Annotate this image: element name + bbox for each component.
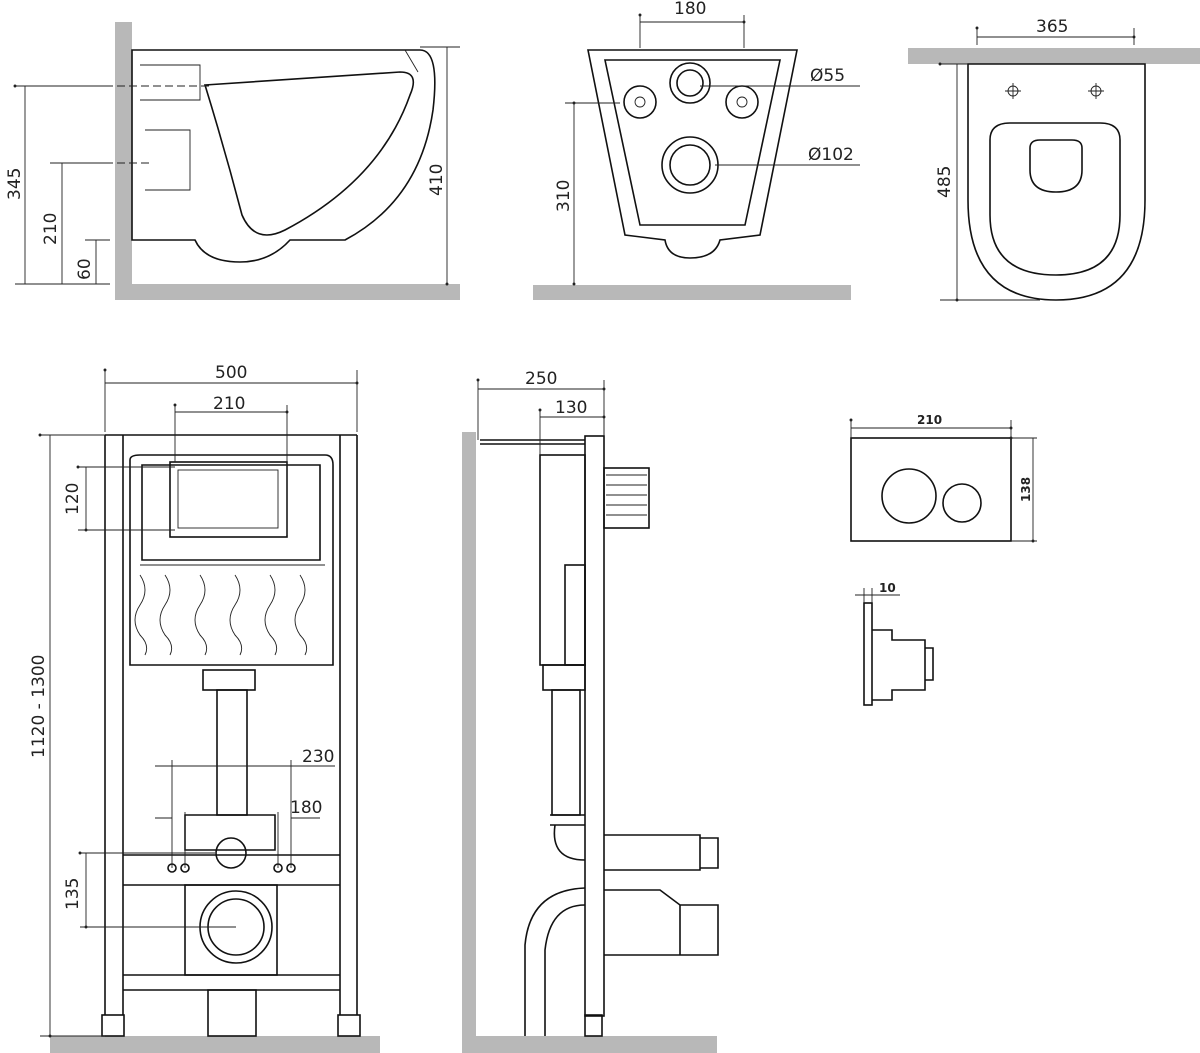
- dim-frame-depth: 250: [525, 369, 557, 389]
- flush-plate-outline: [850, 437, 1012, 542]
- flush-plate: 210 138 10: [850, 413, 1037, 706]
- dim-bolt-outer: 230: [302, 747, 334, 767]
- dim-plate-thickness: 10: [879, 581, 896, 595]
- dim-tank-depth: 130: [555, 398, 587, 418]
- dim-drain-height: 210: [41, 213, 61, 245]
- dim-drain-offset: 135: [63, 878, 83, 910]
- frame-front-view: 500 210 120 1120 - 1300 230 180 135: [29, 363, 380, 1053]
- dim-outlet-diameter: Ø102: [808, 145, 854, 165]
- dim-bolt-spacing: 180: [674, 0, 706, 19]
- dim-frame-width: 500: [215, 363, 247, 383]
- dim-height-range: 1120 - 1300: [29, 655, 49, 758]
- dim-outlet-height: 310: [554, 180, 574, 212]
- wall: [908, 48, 1200, 64]
- dim-length: 485: [935, 166, 955, 198]
- dim-total-height: 410: [427, 164, 447, 196]
- dim-floor-height: 60: [75, 258, 95, 280]
- wall: [115, 22, 132, 300]
- full-flush-button: [881, 468, 937, 524]
- floor: [462, 1036, 717, 1053]
- dim-plate-height: 138: [1019, 477, 1033, 502]
- dim-inlet-diameter: Ø55: [810, 66, 845, 86]
- wall: [462, 432, 476, 1053]
- toilet-back-view: 180 Ø55 Ø102 310: [533, 0, 860, 300]
- floor: [533, 285, 851, 300]
- floor: [115, 284, 460, 300]
- frame-side-view: 250 130: [462, 369, 719, 1053]
- dim-inlet-height: 345: [5, 168, 25, 200]
- dim-tank-opening-height: 120: [63, 483, 83, 515]
- dim-bolt-inner: 180: [290, 798, 322, 818]
- dim-tank-opening: 210: [213, 394, 245, 414]
- toilet-side-view: 345 210 60 410: [5, 22, 460, 300]
- floor: [50, 1036, 380, 1053]
- half-flush-button: [942, 483, 982, 523]
- dim-plate-width: 210: [917, 413, 942, 427]
- dim-width: 365: [1036, 17, 1068, 37]
- toilet-top-view: 365 485: [908, 17, 1200, 300]
